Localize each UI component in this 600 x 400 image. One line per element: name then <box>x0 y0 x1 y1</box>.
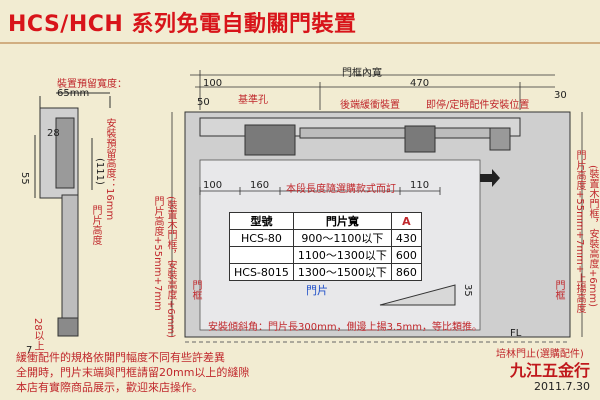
table-row: 1100～1300以下 600 <box>229 246 422 264</box>
top-dimensions <box>190 70 555 110</box>
install-width-label: 裝置預留寬度： <box>57 79 127 90</box>
frame-width-label: 門框內寬 <box>342 68 382 79</box>
dim-7: 7 <box>26 345 33 356</box>
side-bottom <box>57 317 79 337</box>
spec-cell: 900～1100以下 <box>292 229 392 247</box>
spec-cell <box>229 246 294 264</box>
dim-111: (111) <box>94 158 105 185</box>
dim-110: 110 <box>410 180 430 191</box>
left-height-label: 門片高度+55mm+7mm <box>152 196 163 311</box>
right-height-label: 門片高度+55mm+7mm+上揚高度 <box>574 150 585 314</box>
spec-header-row: 型號 門片寬 A <box>229 212 422 230</box>
date-stamp: 2011.7.30 <box>534 380 590 393</box>
dim-30: 30 <box>554 90 567 101</box>
spec-cell: 430 <box>390 229 422 247</box>
spec-table: 型號 門片寬 A HCS-80 900～1100以下 430 1100～1300… <box>229 212 422 281</box>
spec-header-width: 門片寬 <box>292 212 392 230</box>
pulley-length-label: 本段長度隨選購款式而訂 <box>286 184 396 195</box>
table-row: HCS-8015 1300～1500以下 860 <box>229 263 422 281</box>
panel-dimensions <box>199 187 441 195</box>
right-end-cap <box>489 127 511 151</box>
track-height-label: 安裝預留高度：16mm <box>104 118 115 221</box>
brand-name: 九江五金行 <box>509 361 590 380</box>
table-row: HCS-80 900～1100以下 430 <box>229 229 422 247</box>
note-2: 全開時，門片末端與門框請留20mm以上的縫隙 <box>16 366 250 379</box>
spec-header-model: 型號 <box>229 212 294 230</box>
page-title: HCS/HCH 系列免電自動關門裝置 <box>8 12 357 37</box>
rear-buffer-label: 後端緩衝裝置 <box>340 100 400 111</box>
side-door-leaf <box>61 194 79 326</box>
fl-label: FL <box>510 328 522 339</box>
slope-wedge <box>379 284 456 306</box>
spec-cell: 600 <box>390 246 422 264</box>
dim-100-top: 100 <box>203 78 223 89</box>
cable-bar <box>299 127 501 139</box>
side-profile <box>34 92 111 337</box>
dim-28: 28 <box>47 128 60 139</box>
note-3: 本店有實際商品展示，歡迎來店操作。 <box>16 381 203 394</box>
right-height-note: (裝置木門框，安裝高度+6mm) <box>587 165 598 308</box>
slope-note: 安裝傾斜角：門片長300mm，側邊上揚3.5mm，等比類推。 <box>208 322 482 333</box>
dim-35: 35 <box>462 284 473 297</box>
dim-470: 470 <box>410 78 430 89</box>
side-height-label: 門片高度 <box>90 205 101 245</box>
dim-100: 100 <box>203 180 223 191</box>
spec-cell: HCS-8015 <box>229 263 294 281</box>
side-track <box>55 117 75 189</box>
install-width-value: 65mm <box>57 88 90 99</box>
note-1: 緩衝配件的規格依開門幅度不同有些許差異 <box>16 351 225 364</box>
spec-cell: HCS-80 <box>229 229 294 247</box>
dim-50: 50 <box>197 97 210 108</box>
dim-160: 160 <box>250 180 270 191</box>
spec-cell: 1100～1300以下 <box>292 246 392 264</box>
dim-55: 55 <box>19 172 30 185</box>
timer-device-label: 即停/定時配件安裝位置 <box>426 100 530 111</box>
rear-buffer-block <box>244 124 296 156</box>
under-label: 28以上 <box>32 318 43 351</box>
floor-stop-label: 培林門止(選購配件) <box>496 349 584 360</box>
spec-header-a: A <box>390 212 422 230</box>
left-frame-label: 門框 <box>190 280 201 300</box>
left-height-note: (裝置木門框，安裝高度+6mm) <box>165 196 176 339</box>
spec-cell: 1300～1500以下 <box>292 263 392 281</box>
right-frame-label: 門框 <box>553 280 564 300</box>
timer-block <box>404 125 436 153</box>
door-panel-label: 門片 <box>306 284 328 297</box>
ref-hole-label: 基準孔 <box>238 95 268 106</box>
open-arrow <box>480 169 500 187</box>
spec-cell: 860 <box>390 263 422 281</box>
